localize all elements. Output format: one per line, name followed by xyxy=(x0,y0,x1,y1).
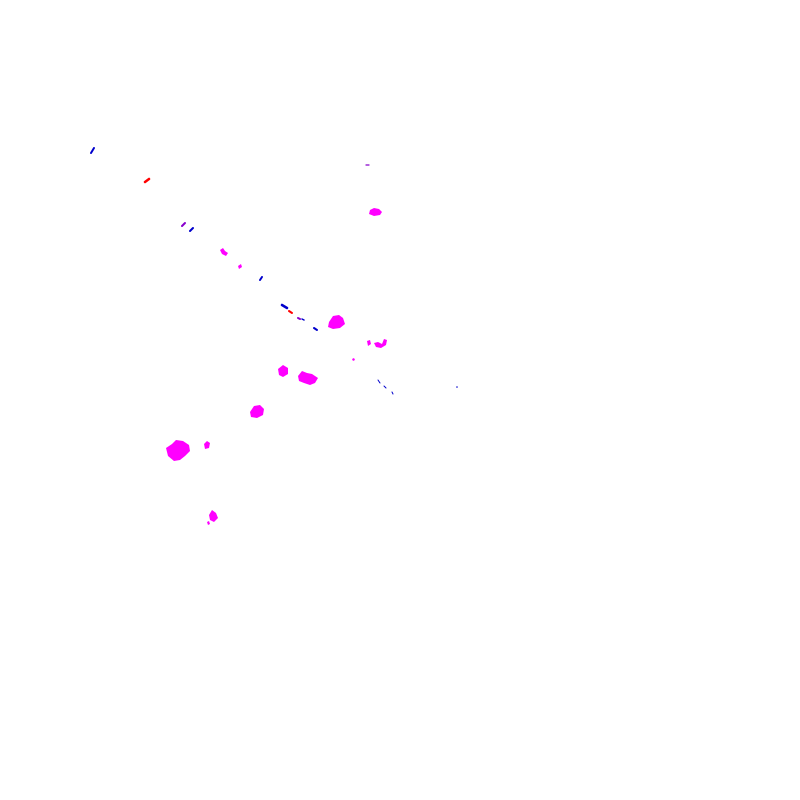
magenta-patch xyxy=(367,340,371,346)
purple-segment xyxy=(297,317,301,320)
area-features xyxy=(166,208,387,525)
red-segment xyxy=(143,177,151,184)
blue-dot xyxy=(456,386,458,388)
blue-segment xyxy=(90,147,95,154)
magenta-patch xyxy=(250,405,264,418)
magenta-patch xyxy=(298,371,318,385)
magenta-patch xyxy=(328,315,345,329)
blue-segment xyxy=(259,276,263,281)
blue-segment xyxy=(280,303,289,310)
magenta-patch xyxy=(209,510,218,522)
magenta-patch xyxy=(204,441,210,449)
red-segment xyxy=(288,310,293,314)
blue-segment xyxy=(301,318,305,321)
blue-segment xyxy=(383,385,387,389)
linear-features xyxy=(90,147,458,395)
magenta-patch xyxy=(220,248,228,256)
magenta-patch xyxy=(278,365,288,377)
magenta-patch xyxy=(374,339,387,348)
purple-segment xyxy=(181,222,186,227)
blue-segment xyxy=(313,327,318,331)
magenta-patch xyxy=(207,521,210,525)
blue-segment xyxy=(377,379,381,384)
magenta-patch xyxy=(166,440,190,461)
magenta-patch xyxy=(352,358,355,361)
magenta-patch xyxy=(369,208,382,216)
blue-segment xyxy=(189,227,194,232)
magenta-patch xyxy=(238,264,242,269)
blue-segment xyxy=(391,391,394,395)
